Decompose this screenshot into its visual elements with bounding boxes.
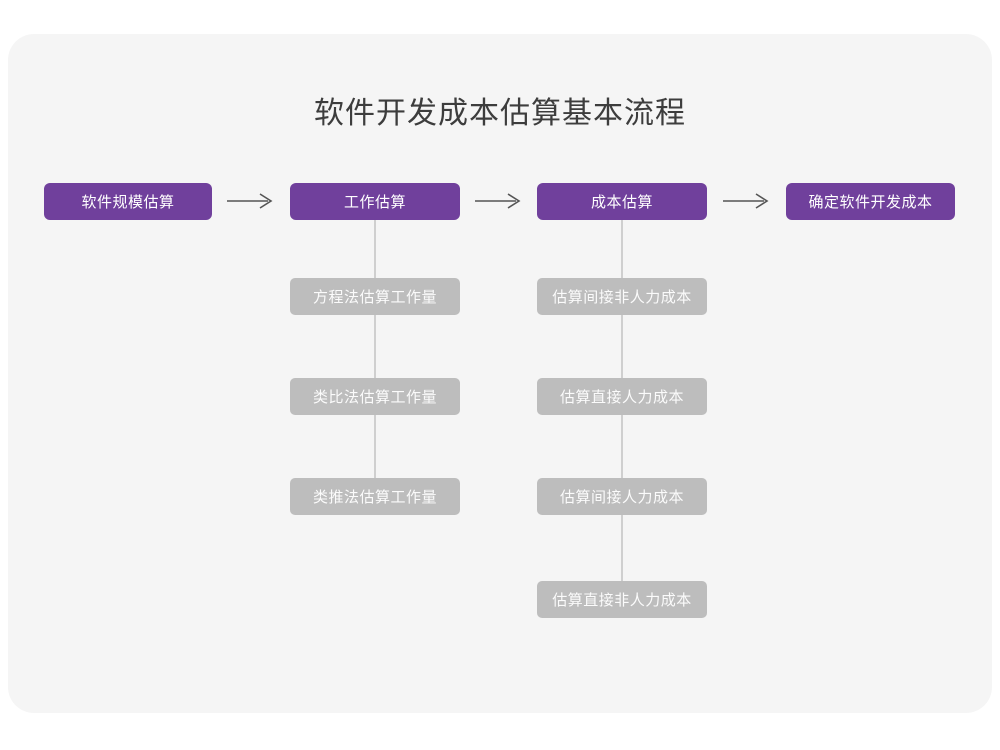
flow-node-cost-estimation[interactable]: 成本估算 [537,183,707,220]
branch-node-direct-labor-cost[interactable]: 估算直接人力成本 [537,378,707,415]
flow-node-effort-estimation[interactable]: 工作估算 [290,183,460,220]
flow-node-determine-development-cost[interactable]: 确定软件开发成本 [786,183,955,220]
flow-node-software-scale-estimation[interactable]: 软件规模估算 [44,183,212,220]
arrow-right-icon [723,193,769,209]
branch-node-indirect-nonlabor-cost[interactable]: 估算间接非人力成本 [537,278,707,315]
branch-node-analogy-method-effort[interactable]: 类比法估算工作量 [290,378,460,415]
arrow-right-icon [475,193,521,209]
branch-node-inference-method-effort[interactable]: 类推法估算工作量 [290,478,460,515]
page-title: 软件开发成本估算基本流程 [314,97,686,130]
diagram-card-panel [8,34,992,713]
branch-connector-line-effort [374,220,376,512]
branch-node-equation-method-effort[interactable]: 方程法估算工作量 [290,278,460,315]
branch-node-indirect-labor-cost[interactable]: 估算间接人力成本 [537,478,707,515]
branch-connector-line-cost [621,220,623,615]
branch-node-direct-nonlabor-cost[interactable]: 估算直接非人力成本 [537,581,707,618]
arrow-right-icon [227,193,273,209]
